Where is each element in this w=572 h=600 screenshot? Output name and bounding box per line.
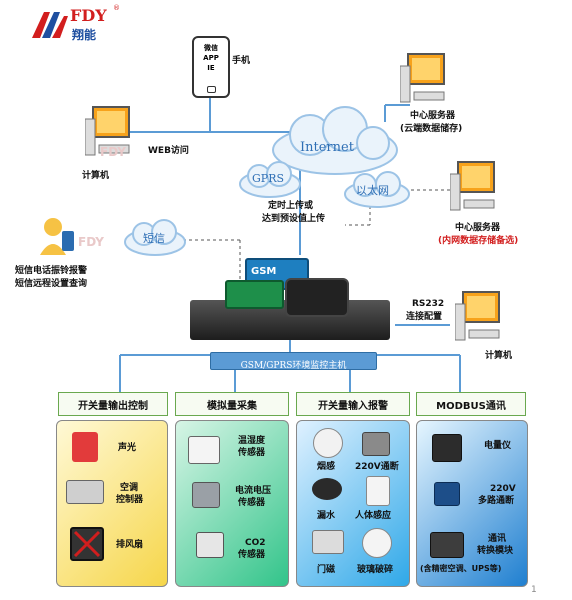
computer-right-label: 计算机 [485,351,513,361]
logo-cn: 翔能 [72,28,97,42]
ac-controller-icon [66,480,104,504]
gsm-controller [225,280,284,309]
rs232-label: RS232 [412,299,445,309]
sms-alarm-label: 短信电话振铃报警 [15,266,88,276]
category-header: 模拟量采集 [175,392,289,416]
modbus-note: (含精密空调、UPS等) [420,564,502,573]
upload-text-line: 定时上传或 [268,201,314,211]
category-header: MODBUS通讯 [416,392,526,416]
watermark: FDY [100,145,126,159]
internet-label: Internet [300,140,354,155]
phone-screen-line: APP [203,54,219,62]
host-title: GSM/GPRS环境监控主机 [240,361,347,371]
gsm-text: GSM [251,266,277,277]
co2-sensor-icon [196,532,224,558]
phone-screen-line: 微信 [204,44,218,52]
internet-cloud-icon [272,106,398,175]
gprs-cloud-icon [239,161,301,198]
item-label: CO2 [245,538,266,548]
converter-module-icon [430,532,464,558]
item-label: 排风扇 [116,540,144,550]
exhaust-fan-icon [70,527,104,561]
page-number: 1 [531,585,537,595]
item-label: 漏水 [317,511,336,521]
category-header: 开关量输入报警 [296,392,410,416]
category-header: 开关量输出控制 [58,392,168,416]
sms-label: 短信 [143,232,165,245]
server-lan-sub: (内网数据存储备选) [438,236,519,246]
user-phone-icon [40,218,74,255]
power-detector-icon [362,432,390,456]
door-sensor-icon [312,530,344,554]
glass-break-icon [362,528,392,558]
sms-query-label: 短信远程设置查询 [15,279,88,289]
item-label: 通讯 [488,534,507,544]
rs232-config-label: 连接配置 [406,312,443,322]
alarm-light-icon [72,432,98,462]
server-icon [399,52,450,114]
item-label: 传感器 [238,448,266,458]
host-title-bar: GSM/GPRS环境监控主机 [210,352,377,371]
power-meter-icon [432,434,462,462]
computer-icon [454,290,505,352]
item-label: 空调 [120,483,139,493]
upload-text-line: 达到预设值上传 [262,214,326,224]
item-label: 烟感 [317,462,336,472]
watermark: FDY [78,235,104,249]
smartphone: 微信 APP IE [192,36,230,98]
logo-registered: ® [113,4,120,12]
item-label: 门磁 [317,565,336,575]
ethernet-cloud-icon [344,171,410,208]
logo: FDY ® 翔能 [30,4,130,46]
server-icon [449,160,500,222]
multi-switch-icon [434,482,460,506]
display-unit [285,278,349,317]
phone-screen-line: IE [207,64,215,72]
smoke-detector-icon [313,428,343,458]
sms-cloud-icon [124,219,186,256]
gprs-label: GPRS [252,172,285,185]
logo-brand: FDY [70,6,107,25]
pir-sensor-icon [366,476,390,506]
server-cloud-title: 中心服务器 [410,111,456,121]
ethernet-label: 以太网 [356,184,389,197]
temp-humidity-sensor-icon [188,436,220,464]
phone-label: 手机 [232,56,251,66]
item-label: 温湿度 [238,436,266,446]
item-label: 220V [490,484,516,494]
computer-label: 计算机 [82,171,110,181]
item-label: 声光 [118,443,137,453]
item-label: 传感器 [238,550,266,560]
server-lan-title: 中心服务器 [455,223,501,233]
item-label: 多路通断 [478,496,515,506]
item-label: 电量仪 [484,441,512,451]
item-label: 玻璃破碎 [357,565,394,575]
computer-icon [84,105,135,167]
water-leak-icon [312,478,342,500]
item-label: 传感器 [238,498,266,508]
web-access-label: WEB访问 [148,146,189,156]
current-voltage-sensor-icon [192,482,220,508]
item-label: 220V通断 [355,462,399,472]
item-label: 转换模块 [477,546,514,556]
server-cloud-sub: (云端数据储存) [400,124,463,134]
item-label: 电流电压 [235,486,272,496]
item-label: 控制器 [116,495,144,505]
logo-mark-icon [32,12,68,38]
item-label: 人体感应 [355,511,392,521]
